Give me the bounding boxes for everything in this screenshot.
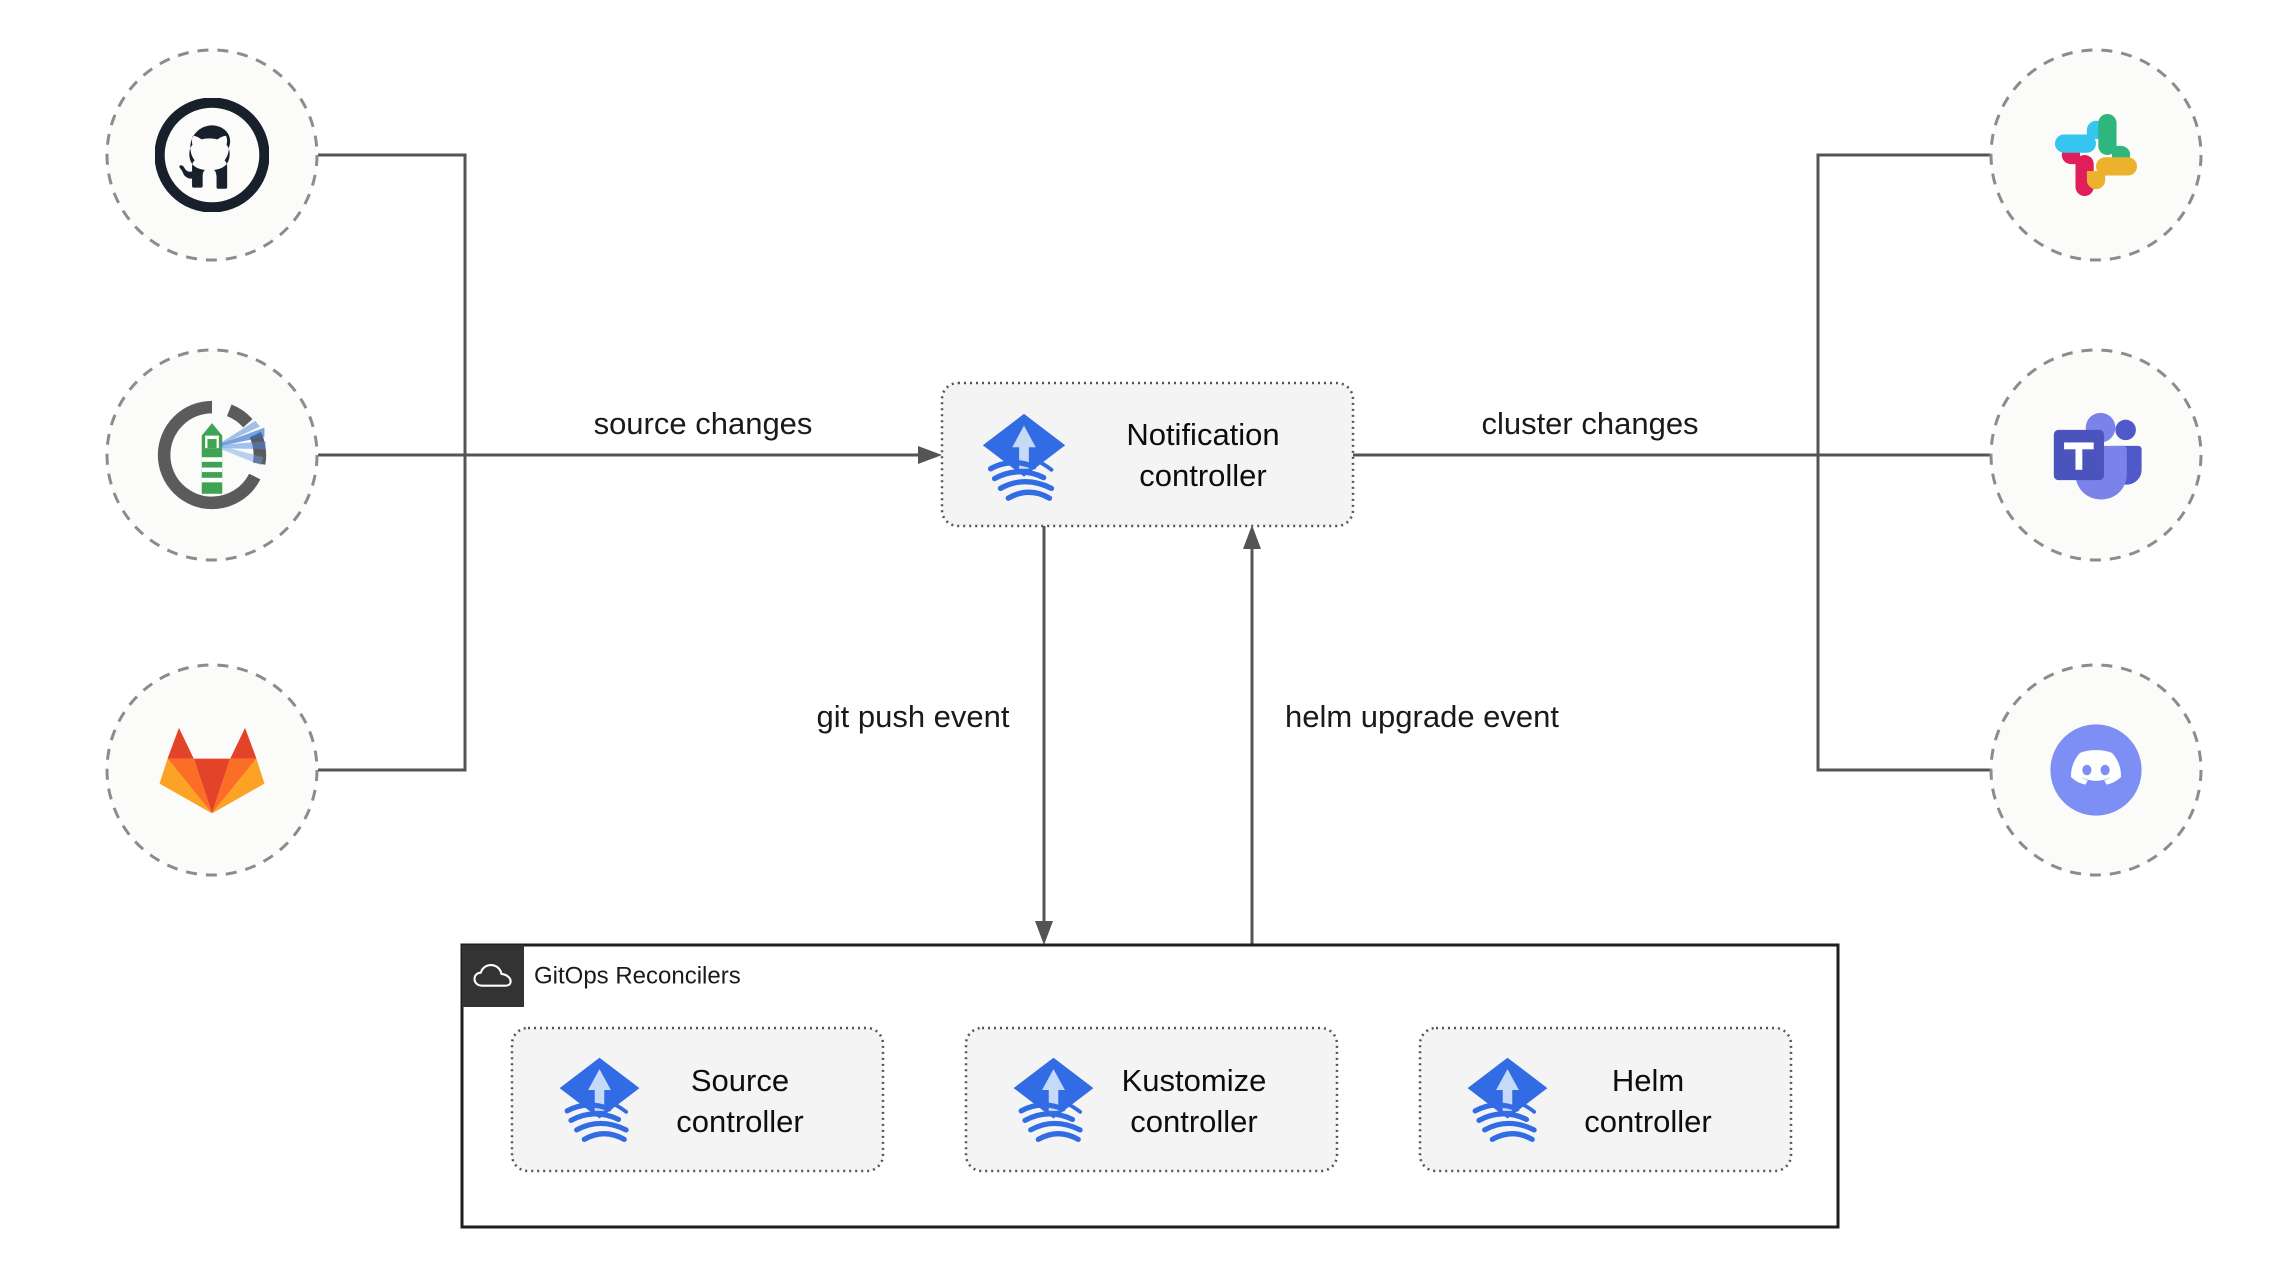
edge-label-git-push-event: git push event bbox=[816, 699, 1009, 734]
edge-source-changes bbox=[318, 153, 942, 772]
node-github[interactable] bbox=[105, 48, 319, 262]
node-label-line1: Kustomize bbox=[1122, 1063, 1267, 1098]
edge-label-cluster-changes: cluster changes bbox=[1481, 406, 1698, 441]
edge-label-source-changes: source changes bbox=[594, 406, 813, 441]
edge-helm-upgrade-event bbox=[1243, 525, 1261, 945]
notification-label-line2: controller bbox=[1139, 458, 1267, 493]
node-discord[interactable] bbox=[1989, 663, 2203, 877]
edge-git-push-event bbox=[1035, 525, 1053, 945]
node-label-line2: controller bbox=[1584, 1104, 1712, 1139]
edge-cluster-changes bbox=[1353, 146, 2019, 779]
container-title: GitOps Reconcilers bbox=[534, 962, 741, 989]
node-slack[interactable] bbox=[1989, 48, 2203, 262]
node-gitea[interactable] bbox=[105, 348, 319, 562]
node-notification-controller[interactable]: Notification controller bbox=[940, 381, 1355, 528]
edge-layer bbox=[318, 146, 2019, 1109]
node-teams[interactable] bbox=[1989, 348, 2203, 562]
discord-icon bbox=[2050, 724, 2142, 816]
node-label-line2: controller bbox=[676, 1104, 804, 1139]
node-label-line1: Source bbox=[691, 1063, 789, 1098]
node-label-line1: Helm bbox=[1612, 1063, 1684, 1098]
node-gitlab[interactable] bbox=[105, 663, 319, 877]
edge-label-helm-upgrade-event: helm upgrade event bbox=[1285, 699, 1559, 734]
node-label-line2: controller bbox=[1130, 1104, 1258, 1139]
gitops-reconcilers-container[interactable]: GitOps Reconcilers Source controller Kus… bbox=[460, 943, 1840, 1229]
node-helm-controller[interactable]: Helm controller bbox=[1418, 1026, 1793, 1173]
node-source-controller[interactable]: Source controller bbox=[510, 1026, 885, 1173]
node-kustomize-controller[interactable]: Kustomize controller bbox=[964, 1026, 1339, 1173]
notification-label-line1: Notification bbox=[1126, 417, 1279, 452]
